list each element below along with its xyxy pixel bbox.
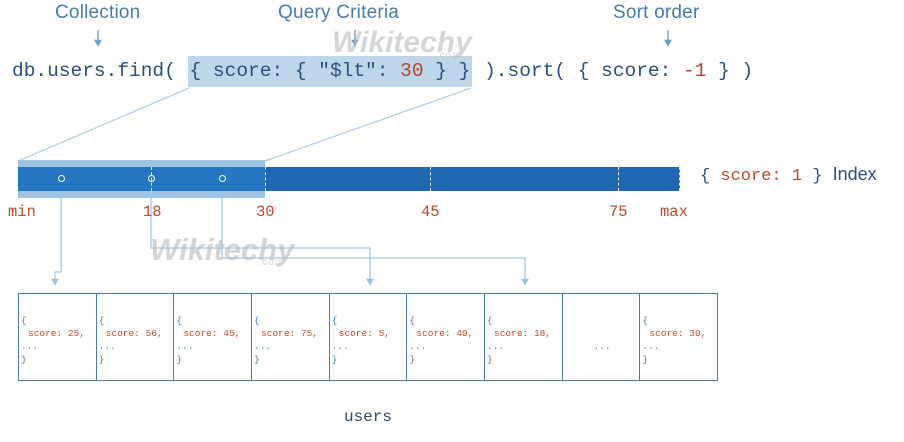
- document-score-field: score: 5,: [338, 328, 390, 339]
- documents-table: { score: 25, ... } { score: 56, ... } { …: [18, 293, 718, 381]
- query-criteria-value: 30: [400, 59, 424, 82]
- collection-caption: users: [343, 408, 392, 426]
- index-tick-30: [265, 167, 267, 191]
- document-open-brace: {: [331, 315, 338, 326]
- query-criteria-part-1: { score: { "$lt":: [189, 59, 401, 82]
- index-bar: [18, 160, 680, 198]
- index-key-dot-3: [219, 175, 226, 182]
- axis-label-75: 75: [609, 203, 628, 221]
- watermark-top-text: Wikitechy: [332, 26, 472, 59]
- document-cell-ellipsis[interactable]: ...: [563, 294, 641, 380]
- document-cell[interactable]: { score: 18, ... }: [485, 294, 563, 380]
- document-score-field: score: 75,: [261, 328, 319, 339]
- document-cell[interactable]: { score: 30, ... }: [640, 294, 717, 380]
- index-caption-open: {: [700, 167, 721, 186]
- watermark-middle-domain: .com: [258, 257, 285, 268]
- document-score-field: score: 40,: [416, 328, 474, 339]
- document-ellipsis: ...: [487, 341, 505, 352]
- document-ellipsis: ...: [409, 341, 427, 352]
- document-score-field: score: 30,: [649, 328, 707, 339]
- document-ellipsis: ...: [593, 341, 611, 352]
- document-ellipsis: ...: [98, 341, 116, 352]
- axis-label-45: 45: [421, 203, 440, 221]
- index-key-dot-2: [148, 175, 155, 182]
- document-open-brace: {: [21, 315, 27, 326]
- index-caption-key: score: 1: [720, 167, 803, 186]
- annotation-collection: Collection: [55, 2, 141, 23]
- document-ellipsis: ...: [254, 341, 272, 352]
- document-open-brace: {: [254, 315, 260, 326]
- query-criteria-part-3: } }: [423, 59, 471, 82]
- document-close-brace: }: [331, 354, 338, 365]
- document-close-brace: }: [21, 354, 27, 365]
- annotation-sort-order: Sort order: [613, 2, 700, 23]
- query-sort-direction: -1: [683, 60, 707, 82]
- document-cell[interactable]: { score: 45, ... }: [174, 294, 253, 380]
- document-open-brace: {: [642, 315, 649, 326]
- document-cell[interactable]: { score: 25, ... }: [19, 294, 97, 380]
- index-caption: { score: 1 } Index: [700, 164, 877, 205]
- document-ellipsis: ...: [176, 341, 194, 352]
- document-open-brace: {: [409, 315, 416, 326]
- annotation-query-criteria: Query Criteria: [278, 2, 400, 23]
- document-cell[interactable]: { score: 75, ... }: [252, 294, 330, 380]
- axis-label-min: min: [8, 203, 36, 221]
- document-close-brace: }: [642, 354, 649, 365]
- document-open-brace: {: [98, 315, 105, 326]
- query-prefix: db.users.find(: [12, 60, 188, 82]
- document-ellipsis: ...: [331, 341, 349, 352]
- query-sort-part-1: ).sort( { score:: [472, 60, 684, 82]
- document-cell[interactable]: { score: 5, ... }: [330, 294, 408, 380]
- query-criteria-highlight: { score: { "$lt": 30 } }: [187, 55, 473, 87]
- query-to-index-connector: [17, 87, 472, 162]
- document-cell[interactable]: { score: 56, ... }: [97, 294, 175, 380]
- document-ellipsis: ...: [21, 341, 39, 352]
- document-open-brace: {: [176, 315, 183, 326]
- document-close-brace: }: [98, 354, 105, 365]
- document-score-field: score: 45,: [183, 328, 241, 339]
- document-close-brace: }: [409, 354, 416, 365]
- index-caption-word: Index: [832, 164, 877, 184]
- annotation-arrows: [94, 30, 672, 47]
- document-close-brace: }: [487, 354, 493, 365]
- index-bar-range-core: [18, 167, 265, 191]
- document-cell[interactable]: { score: 40, ... }: [407, 294, 486, 380]
- document-close-brace: }: [254, 354, 260, 365]
- document-score-field: score: 25,: [28, 328, 86, 339]
- document-close-brace: }: [176, 354, 183, 365]
- watermark-middle: Wikitechy.com: [150, 232, 294, 268]
- document-open-brace: {: [487, 315, 493, 326]
- index-tick-75: [618, 167, 620, 191]
- query-statement: db.users.find( { score: { "$lt": 30 } } …: [12, 55, 754, 87]
- axis-label-18: 18: [143, 203, 162, 221]
- index-tick-max: [679, 167, 681, 191]
- index-tick-45: [430, 167, 432, 191]
- document-score-field: score: 56,: [105, 328, 163, 339]
- axis-label-30: 30: [256, 203, 275, 221]
- query-sort-part-3: } ): [706, 60, 754, 82]
- index-caption-close: }: [802, 167, 833, 186]
- document-ellipsis: ...: [642, 341, 660, 352]
- document-score-field: score: 18,: [494, 328, 552, 339]
- axis-label-max: max: [660, 203, 688, 221]
- watermark-middle-text: Wikitechy: [150, 232, 295, 267]
- index-key-dot-1: [58, 175, 65, 182]
